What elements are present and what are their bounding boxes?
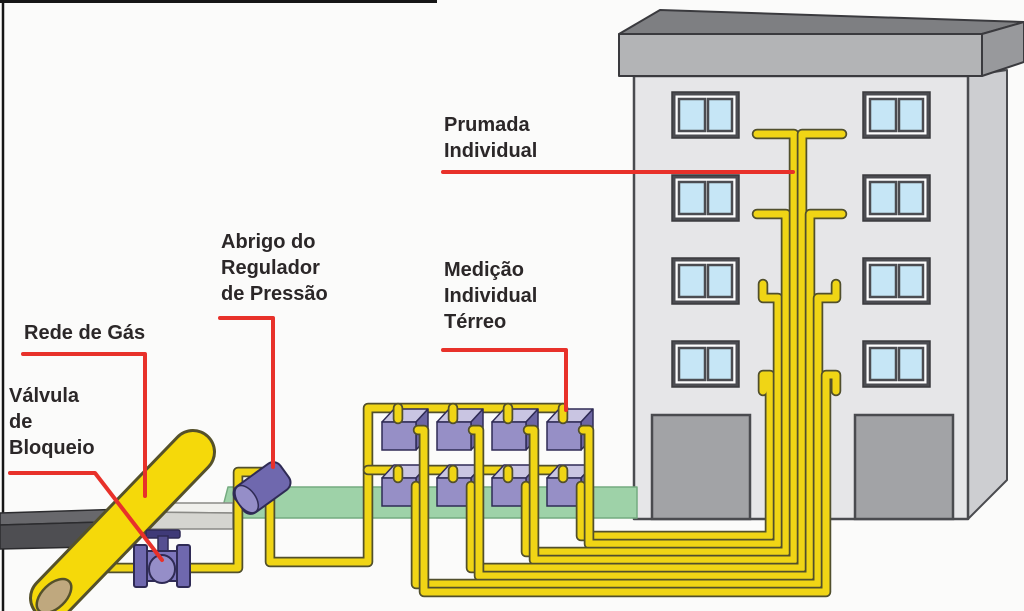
- window-pane-right: [706, 97, 734, 133]
- window-pane-right: [706, 180, 734, 216]
- annotation-line-medicao: [441, 348, 568, 412]
- riser-pipe: [414, 371, 840, 596]
- label-rede-de-gas: Rede de Gás: [24, 320, 145, 346]
- roof-front: [618, 33, 983, 77]
- regulator-end-face: [234, 484, 260, 514]
- label-line: Válvula: [9, 385, 80, 407]
- window-pane-right: [706, 346, 734, 382]
- riser-pipe: [522, 210, 790, 556]
- valve-flange-right: [176, 544, 191, 588]
- label-line: Bloqueio: [9, 437, 95, 459]
- riser-pipe: [469, 210, 846, 580]
- window-pane-right: [897, 346, 925, 382]
- label-prumada-individual: Prumada Individual: [444, 112, 537, 164]
- roof-top: [618, 9, 1024, 35]
- window-pane-right: [706, 263, 734, 299]
- gas-main: [32, 432, 213, 611]
- window-pane-left: [677, 346, 707, 382]
- pressure-regulator: [232, 461, 292, 515]
- window-pane-left: [868, 346, 898, 382]
- building-side-wall: [967, 69, 1008, 520]
- gas-meter: [381, 421, 417, 451]
- valve-stem: [157, 535, 169, 553]
- gas-meter: [491, 421, 527, 451]
- annotation-line-abrigo: [218, 316, 275, 469]
- valve-bonnet: [148, 554, 176, 584]
- garage-door: [650, 413, 752, 521]
- window-pane-left: [677, 180, 707, 216]
- label-line: Individual: [444, 285, 538, 307]
- window-pane-left: [868, 180, 898, 216]
- supply-pipe: [91, 404, 567, 572]
- label-line: de Pressão: [221, 283, 328, 305]
- label-line: Individual: [444, 140, 538, 162]
- window-pane-right: [897, 180, 925, 216]
- label-line: Prumada: [444, 114, 530, 136]
- label-line: de: [9, 411, 33, 433]
- label-line: Abrigo do: [221, 231, 316, 253]
- window-pane-right: [897, 263, 925, 299]
- label-valvula-de-bloqueio: Válvula de Bloqueio: [9, 383, 95, 461]
- gas-meter: [546, 421, 582, 451]
- riser-pipe: [467, 130, 846, 572]
- riser-pipe: [524, 130, 798, 564]
- label-line: Medição: [444, 259, 525, 281]
- window-pane-left: [868, 263, 898, 299]
- annotation-line-rede: [21, 352, 147, 498]
- label-line: Térreo: [444, 311, 507, 333]
- riser-pipe: [577, 371, 774, 540]
- window-pane-left: [677, 263, 707, 299]
- riser-pipe: [579, 280, 782, 548]
- garage-door: [853, 413, 955, 521]
- window-pane-left: [868, 97, 898, 133]
- window-pane-right: [897, 97, 925, 133]
- valve-flange-left: [133, 544, 148, 588]
- window-pane-left: [677, 97, 707, 133]
- label-medicao-individual-terreo: Medição Individual Térreo: [444, 257, 537, 335]
- label-abrigo-regulador: Abrigo do Regulador de Pressão: [221, 229, 328, 307]
- annotation-line-valvula: [8, 471, 164, 562]
- label-line: Rede de Gás: [24, 322, 146, 344]
- gas-meter: [436, 421, 472, 451]
- riser-pipe: [412, 280, 840, 588]
- label-line: Regulador: [221, 257, 320, 279]
